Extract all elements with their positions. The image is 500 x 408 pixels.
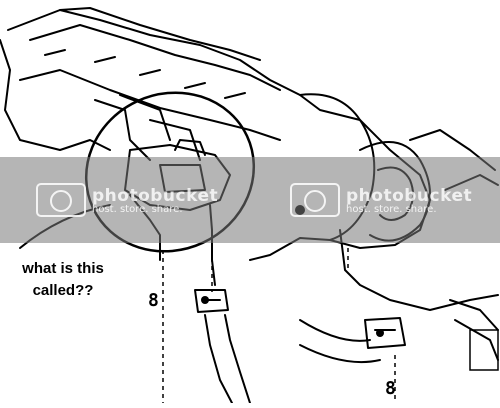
bolt-head-3 [376,329,384,337]
long-hose [299,319,381,364]
valve-cover-ridge [29,24,281,91]
hatch-right [469,329,499,371]
part-label-right: 8 [385,378,396,399]
fitting-left [194,289,229,313]
head-lower-edge [19,69,281,141]
camera-icon [290,183,340,217]
left-manifold [0,39,111,151]
part-label-left: 8 [148,290,159,311]
watermark-logo-left: photobucket [92,185,219,206]
bolt-head-2 [201,296,209,304]
watermark-tagline-right: host. store. share. [346,203,437,215]
watermark-band [0,157,500,243]
annotation-text: what is this called?? [8,258,118,302]
valve-cover-top [59,7,261,61]
fitting-right [364,317,406,349]
annotation-line-2: called?? [32,282,94,299]
pipe-right [339,229,499,311]
hose-down [204,314,251,404]
bolt-row [44,49,246,99]
annotation-line-1: what is this [22,260,104,277]
watermark-tagline-left: host. store. share. [92,203,183,215]
watermark-left: photobucket host. store. share. [36,180,218,220]
right-bracket [449,299,499,361]
camera-icon [36,183,86,217]
watermark-right: photobucket host. store. share. [290,180,472,220]
watermark-logo-right: photobucket [346,185,473,206]
